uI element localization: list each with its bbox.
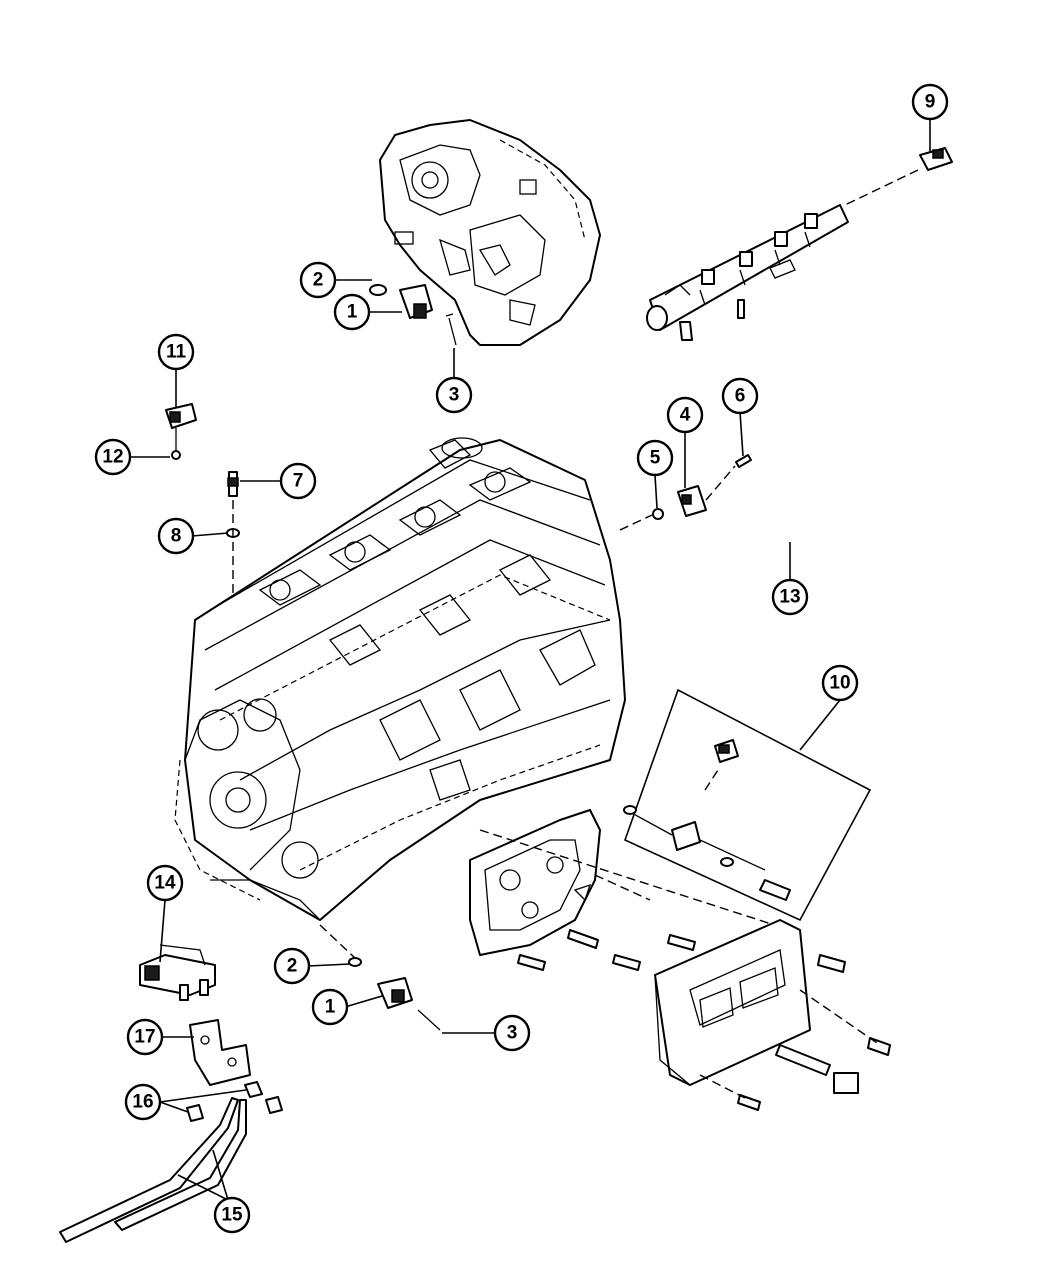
callout-label: 13 <box>779 587 800 608</box>
callout-label: 16 <box>132 1092 153 1113</box>
callout-6: 6 <box>721 377 759 415</box>
callout-4: 4 <box>666 396 704 434</box>
callout-label: 4 <box>680 405 691 426</box>
callout-15: 15 <box>213 1196 251 1234</box>
engine-block <box>174 437 626 921</box>
engine-control-module <box>654 919 891 1111</box>
callout-label: 3 <box>449 385 460 406</box>
camshaft-position-sensor-lower <box>319 924 441 1031</box>
callout-1-lower: 1 <box>311 988 349 1026</box>
callout-1-upper: 1 <box>333 293 371 331</box>
ecm-adapter-plate <box>469 809 791 971</box>
callout-10: 10 <box>821 664 859 702</box>
callout-11: 11 <box>157 333 195 371</box>
callout-label: 5 <box>650 448 661 469</box>
callout-5: 5 <box>636 439 674 477</box>
camshaft-position-sensor-upper <box>369 284 457 346</box>
fuel-rail-pressure-sensor <box>844 147 953 206</box>
callout-7: 7 <box>279 462 317 500</box>
callout-12: 12 <box>94 438 132 476</box>
kit-box <box>623 688 872 922</box>
callout-9: 9 <box>911 83 949 121</box>
callout-label: 17 <box>134 1027 155 1048</box>
callout-label: 1 <box>325 997 336 1018</box>
intake-temp-sensor <box>619 454 752 531</box>
hoses <box>59 1097 247 1243</box>
callout-3-lower: 3 <box>493 1014 531 1052</box>
callout-label: 7 <box>293 471 304 492</box>
wiring-connector-assembly <box>139 944 216 1001</box>
callout-3-upper: 3 <box>435 376 473 414</box>
callout-16: 16 <box>124 1083 162 1121</box>
callout-13: 13 <box>771 578 809 616</box>
callout-label: 1 <box>347 302 358 323</box>
fuel-rail <box>646 204 849 341</box>
oil-pressure-sensor <box>226 471 240 595</box>
callout-label: 14 <box>154 873 176 894</box>
callout-label: 10 <box>829 673 850 694</box>
callout-label: 8 <box>171 526 182 547</box>
callout-17: 17 <box>126 1018 164 1056</box>
callout-14: 14 <box>146 864 184 902</box>
callout-label: 12 <box>102 447 123 468</box>
map-sensor <box>165 403 197 460</box>
mounting-bracket <box>189 1019 251 1086</box>
engine-rear-housing <box>379 119 601 346</box>
callout-label: 2 <box>313 270 324 291</box>
callout-label: 9 <box>925 92 936 113</box>
leader-lines <box>130 118 931 1201</box>
callout-8: 8 <box>157 517 195 555</box>
callout-label: 3 <box>507 1023 518 1044</box>
callout-label: 2 <box>287 956 298 977</box>
callout-2-lower: 2 <box>273 947 311 985</box>
callout-2-upper: 2 <box>299 261 337 299</box>
callout-label: 6 <box>735 386 746 407</box>
callout-label: 15 <box>221 1205 243 1226</box>
nuts <box>186 1081 283 1122</box>
callout-label: 11 <box>166 342 187 363</box>
